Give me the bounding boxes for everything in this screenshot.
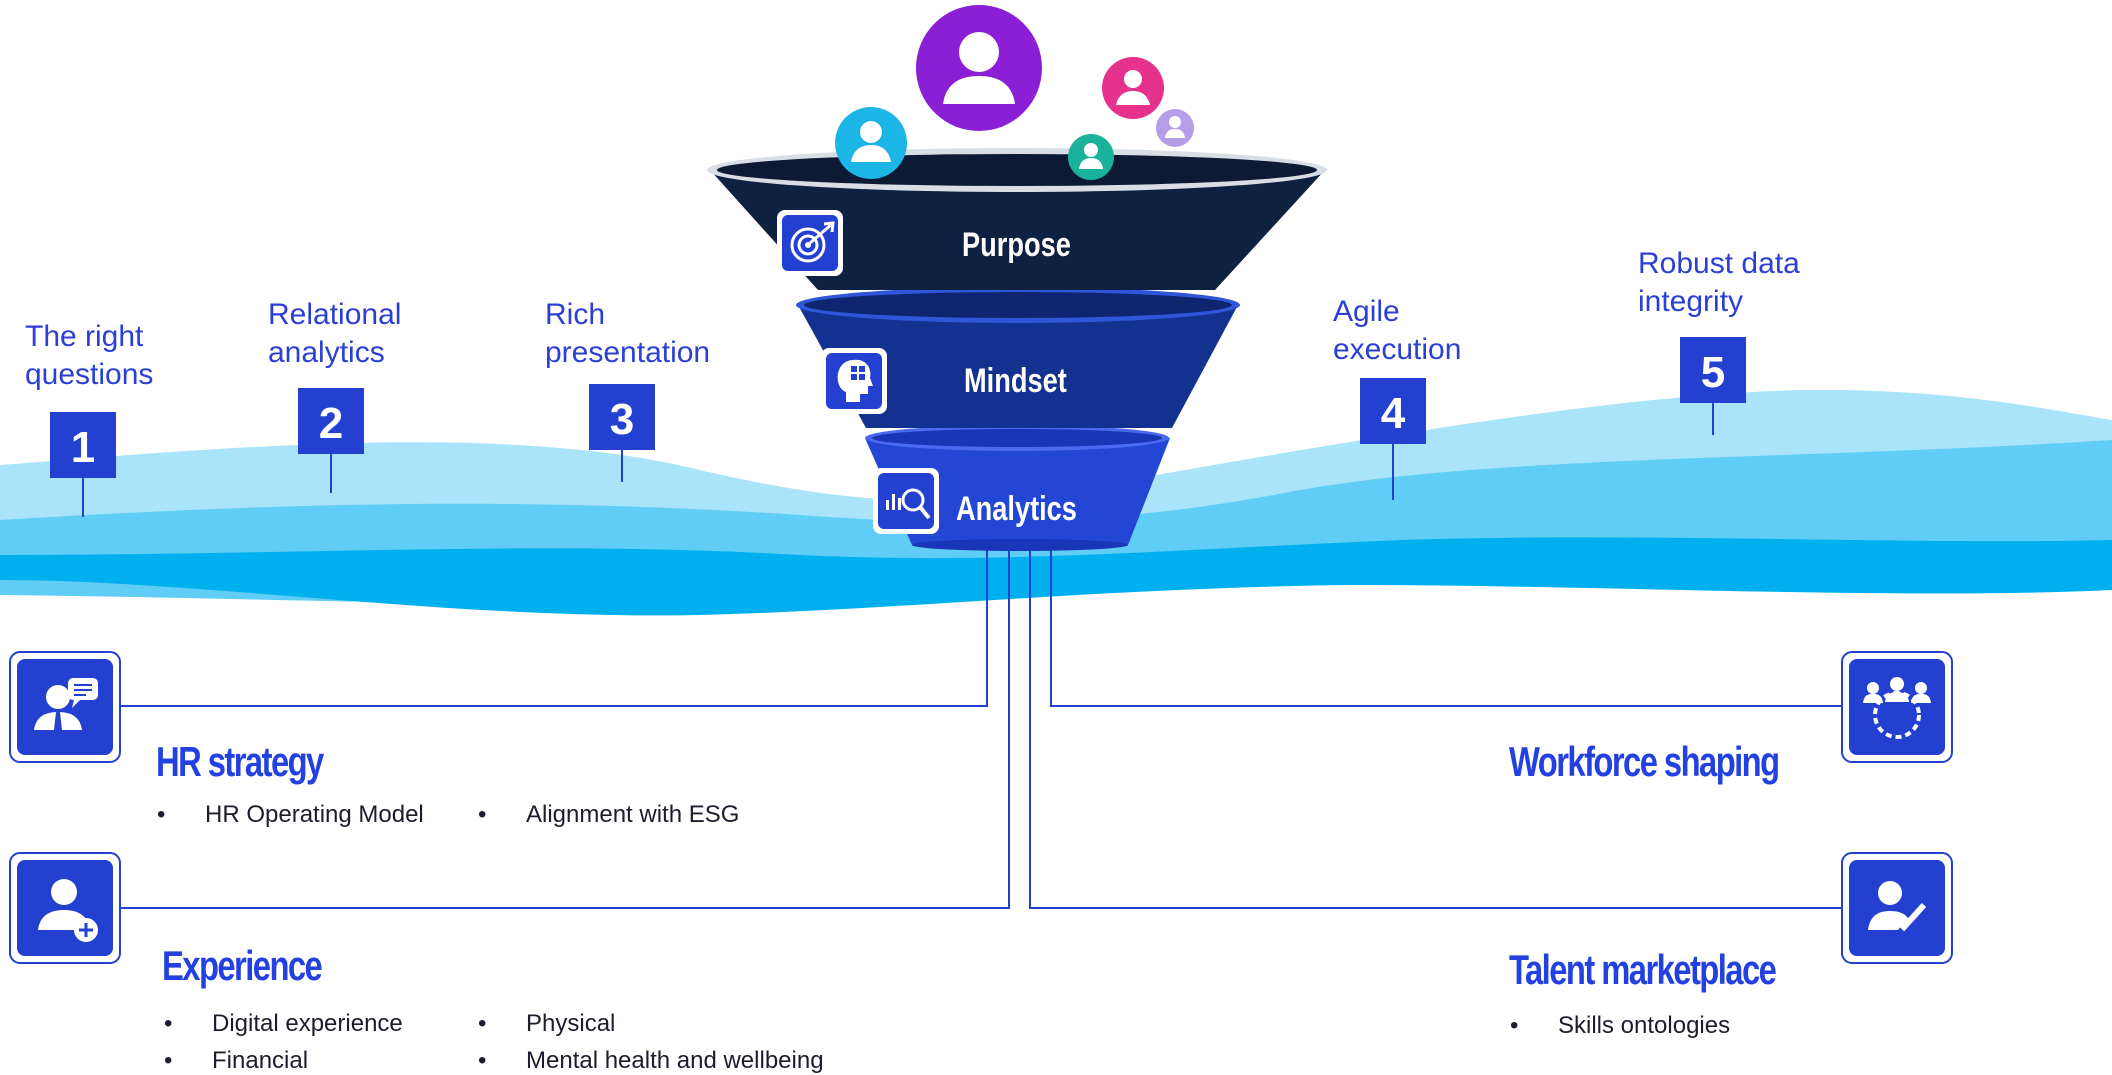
person-check-icon	[1841, 852, 1953, 964]
bullet-dot: •	[478, 1047, 487, 1074]
bullet-text: Mental health and wellbeing	[526, 1047, 824, 1074]
heading-experience: Experience	[162, 942, 323, 989]
person-add-icon	[9, 852, 121, 964]
bullet-text: HR Operating Model	[205, 801, 424, 828]
stage-label-mindset: Mindset	[964, 362, 1067, 400]
list-item: • Mental health and wellbeing	[478, 1047, 824, 1075]
milestone-box	[589, 384, 655, 450]
milestone-label-4: Agile execution	[1333, 295, 1462, 366]
bullet-dot: •	[1510, 1012, 1519, 1039]
magnify-chart-icon	[873, 468, 939, 534]
bullet-text: Digital experience	[212, 1010, 403, 1037]
person-avatar-pink	[1102, 57, 1164, 119]
bullet-dot: •	[478, 1010, 487, 1037]
target-icon	[777, 210, 843, 276]
heading-hr-strategy: HR strategy	[156, 738, 324, 785]
connector-lines	[118, 550, 1842, 909]
funnel	[707, 148, 1327, 551]
list-item: • Financial	[164, 1047, 308, 1075]
funnel-stage-mindset	[798, 305, 1238, 428]
person-avatar-cyan	[835, 107, 907, 179]
stage-label-purpose: Purpose	[962, 226, 1071, 264]
person-avatar-lavender	[1156, 109, 1194, 147]
person-avatar-purple	[916, 5, 1042, 131]
list-item: • Skills ontologies	[1510, 1012, 1730, 1040]
list-item: • Physical	[478, 1010, 615, 1038]
milestone-pins	[82, 403, 1714, 517]
heading-talent-marketplace: Talent marketplace	[1509, 946, 1777, 993]
milestone-4: 4	[1360, 378, 1426, 444]
milestone-box	[298, 388, 364, 454]
milestone-box	[1680, 337, 1746, 403]
bullet-dot: •	[157, 801, 166, 828]
bullet-dot: •	[164, 1047, 173, 1074]
bullet-text: Physical	[526, 1010, 616, 1037]
person-avatar-teal	[1068, 134, 1114, 180]
bullet-dot: •	[164, 1010, 173, 1037]
milestone-label-2: Relational analytics	[268, 298, 402, 369]
person-chat-icon	[9, 651, 121, 763]
milestone-label-3: Rich presentation	[545, 298, 711, 369]
bullet-dot: •	[478, 801, 487, 828]
team-gear-icon	[1841, 651, 1953, 763]
milestone-number: 2	[319, 399, 343, 448]
milestone-number: 3	[610, 395, 634, 444]
milestone-number: 4	[1381, 389, 1406, 438]
list-item: • Alignment with ESG	[478, 801, 739, 829]
funnel-stage-analytics	[865, 438, 1170, 545]
list-item: • HR Operating Model	[157, 801, 424, 829]
milestone-5: 5	[1680, 337, 1746, 403]
milestone-label-1: The right questions	[25, 320, 154, 391]
bullet-text: Financial	[212, 1047, 309, 1074]
milestone-2: 2	[298, 388, 364, 454]
funnel-stage-purpose	[710, 170, 1325, 290]
milestone-box	[50, 412, 116, 478]
milestone-number: 5	[1701, 348, 1725, 397]
stage-label-analytics: Analytics	[956, 490, 1077, 528]
wave-deep	[0, 537, 2112, 616]
milestone-label-5: Robust data integrity	[1638, 247, 1800, 318]
milestone-box	[1360, 378, 1426, 444]
milestone-3: 3	[589, 384, 655, 450]
head-grid-icon	[821, 348, 887, 414]
milestone-1: 1	[50, 412, 116, 478]
heading-workforce-shaping: Workforce shaping	[1509, 738, 1780, 785]
milestone-number: 1	[71, 423, 95, 472]
bullet-text: Alignment with ESG	[526, 801, 740, 828]
bullet-text: Skills ontologies	[1558, 1012, 1731, 1039]
list-item: • Digital experience	[164, 1010, 403, 1038]
